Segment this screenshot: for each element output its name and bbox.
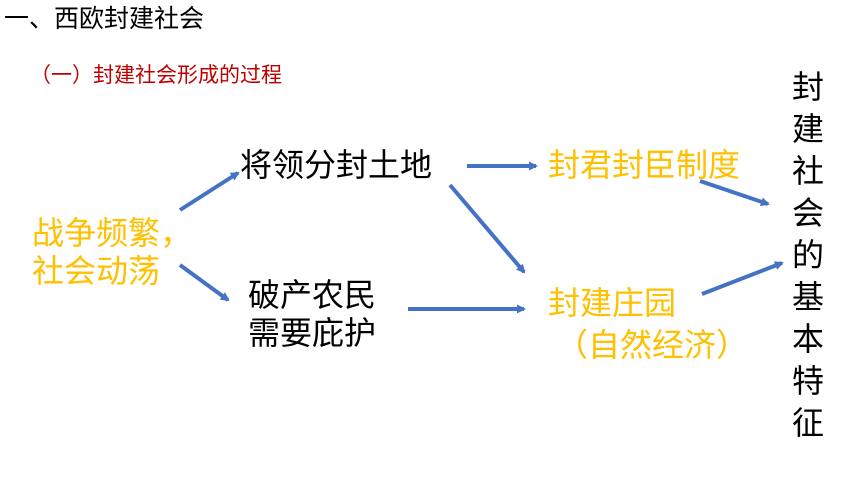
arrow-cause-to-land — [178, 171, 240, 212]
arrow-vassal-to-conclusion — [699, 179, 770, 207]
section-subtitle: （一）封建社会形成的过程 — [30, 63, 282, 87]
node-bankrupt-peasants-line2: 需要庇护 — [248, 313, 377, 352]
conclusion-char: 基 — [791, 278, 824, 316]
node-feudal-manor-line2: （自然经济） — [556, 325, 749, 364]
node-enfeoff-land: 将领分封土地 — [240, 146, 433, 184]
page-title: 一、西欧封建社会 — [4, 4, 205, 33]
conclusion-vertical-text: 封建社会的基本特征 — [786, 66, 830, 444]
arrow-manor-to-conclusion — [701, 261, 784, 296]
conclusion-char: 社 — [791, 152, 824, 190]
conclusion-char: 的 — [791, 236, 824, 274]
node-bankrupt-peasants: 破产农民 需要庇护 — [248, 276, 377, 353]
conclusion-char: 征 — [791, 404, 824, 442]
node-feudal-manor: 封建庄园 （自然经济） — [548, 284, 749, 365]
conclusion-char: 特 — [791, 362, 824, 400]
node-war-turmoil: 战争频繁， 社会动荡 — [32, 214, 193, 291]
conclusion-char: 本 — [791, 320, 824, 358]
node-war-turmoil-line2: 社会动荡 — [32, 251, 161, 290]
node-lord-vassal-system: 封君封臣制度 — [548, 146, 741, 184]
conclusion-char: 封 — [791, 68, 824, 106]
node-bankrupt-peasants-line1: 破产农民 — [248, 276, 377, 314]
node-war-turmoil-line1: 战争频繁， — [32, 214, 193, 252]
node-feudal-manor-line1: 封建庄园 — [548, 284, 677, 322]
conclusion-char: 会 — [791, 194, 824, 232]
arrow-land-to-manor — [448, 183, 526, 274]
arrow-cause-to-peasant — [178, 263, 230, 302]
conclusion-char: 建 — [791, 110, 824, 148]
